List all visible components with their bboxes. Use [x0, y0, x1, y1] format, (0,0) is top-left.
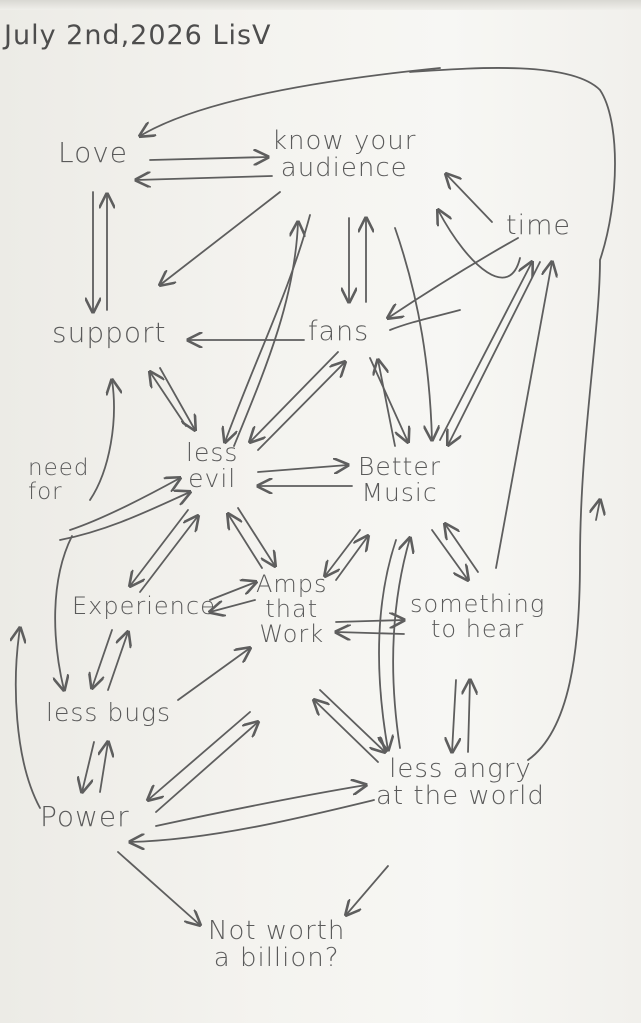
- node-support: support: [52, 316, 167, 349]
- edge-less-angry-to-power: [130, 799, 375, 842]
- edge-less-bugs-to-power: [82, 741, 95, 792]
- edge-better-music-to-fans: [378, 360, 396, 447]
- node-something-to-hear: something to hear: [410, 590, 546, 644]
- edge-less-bugs-to-amps: [177, 648, 250, 701]
- edge-need-for-to-less-evil: [69, 478, 180, 531]
- node-know-your-audience-line-2: audience: [280, 153, 408, 184]
- edge-audience-to-better-music: [394, 227, 432, 440]
- paper-edge-shadow: [0, 0, 641, 10]
- edge-less-evil-to-better-music: [257, 465, 348, 472]
- edge-amps-to-less-evil: [228, 514, 263, 569]
- node-time: time: [506, 210, 572, 241]
- node-support-label: support: [52, 316, 167, 349]
- node-know-your-audience-line-1: know your: [272, 126, 417, 156]
- edge-something-to-better-music: [445, 524, 479, 573]
- edge-need-for-to-support: [89, 380, 114, 501]
- edge-less-bugs-to-experience: [107, 632, 128, 691]
- node-less-evil: less evil: [186, 438, 239, 494]
- edge-something-to-time: [495, 262, 552, 569]
- edge-better-music-to-time: [439, 262, 532, 441]
- node-amps-that-work-line-3: Work: [259, 620, 325, 649]
- node-less-angry-line-2: at the world: [376, 781, 545, 812]
- node-experience: Experience: [72, 592, 216, 620]
- node-better-music-line-1: Better: [358, 452, 442, 481]
- edge-power-to-amps: [155, 722, 258, 813]
- edge-less-angry-to-not-worth: [346, 865, 389, 915]
- edge-better-music-to-less-angry: [379, 539, 397, 750]
- edge-amps-to-power: [148, 711, 251, 800]
- edge-time-curve: [438, 210, 521, 279]
- node-better-music-line-2: Music: [361, 478, 438, 508]
- edge-less-evil-to-experience: [130, 509, 189, 586]
- node-know-your-audience: know your audience: [272, 126, 417, 184]
- node-better-music: Better Music: [358, 452, 442, 508]
- node-love-label: Love: [58, 136, 129, 169]
- node-need-for-line-2: for: [28, 479, 63, 506]
- edge-less-angry-to-amps: [314, 700, 379, 763]
- node-something-to-hear-line-2: to hear: [430, 615, 525, 644]
- node-amps-that-work-line-2: that: [265, 595, 319, 624]
- edge-amps-to-something: [335, 620, 404, 622]
- node-less-evil-line-2: evil: [188, 464, 237, 494]
- edge-need-for-to-less-bugs: [55, 535, 73, 690]
- edge-less-angry-to-something: [468, 680, 470, 753]
- node-love: Love: [58, 136, 129, 169]
- edge-power-to-less-angry: [155, 785, 366, 827]
- edge-power-to-not-worth: [117, 851, 200, 925]
- edge-amps-to-less-angry: [319, 689, 385, 752]
- node-something-to-hear-line-1: something: [410, 590, 546, 618]
- edge-audience-to-less-evil: [225, 214, 311, 442]
- node-amps-that-work-line-1: Amps: [256, 570, 328, 598]
- edge-time-to-audience: [446, 174, 493, 223]
- edge-less-evil-to-fans: [257, 362, 345, 451]
- node-fans-label: fans: [308, 316, 370, 347]
- node-experience-label: Experience: [72, 592, 216, 620]
- node-fans: fans: [308, 316, 370, 347]
- edge-amps-to-better-music: [335, 536, 368, 581]
- edge-better-music-to-something: [431, 529, 468, 580]
- edge-need-for-to-less-evil-2: [59, 492, 190, 541]
- node-time-label: time: [506, 210, 572, 241]
- node-not-worth-line-1: Not worth: [208, 916, 346, 946]
- edge-experience-to-amps: [209, 582, 256, 601]
- node-amps-that-work: Amps that Work: [256, 570, 328, 649]
- edge-less-evil-to-audience: [233, 222, 298, 447]
- edge-love-to-audience: [149, 157, 268, 160]
- edge-power-to-less-bugs: [100, 742, 108, 793]
- node-power: Power: [40, 800, 130, 833]
- node-not-worth-line-2: a billion?: [213, 943, 340, 974]
- edge-experience-to-less-bugs: [92, 629, 113, 688]
- edge-less-angry-to-better-music: [392, 538, 410, 749]
- edge-less-evil-to-support: [150, 372, 187, 427]
- edge-time-to-better-music: [448, 261, 541, 445]
- edge-time-to-fans-2: [389, 309, 461, 331]
- date-signature-note: July 2nd,2026 LisV: [4, 20, 272, 51]
- edge-big-loop-top: [140, 67, 441, 136]
- edge-less-angry-to-love-loop: [409, 67, 616, 761]
- node-need-for-line-1: need: [28, 455, 90, 481]
- edge-audience-to-support: [160, 191, 281, 285]
- node-less-angry-line-1: less angry: [389, 754, 532, 784]
- node-less-bugs-label: less bugs: [46, 698, 172, 727]
- node-need-for: need for: [28, 456, 89, 504]
- node-power-label: Power: [40, 800, 130, 833]
- node-less-bugs: less bugs: [46, 698, 172, 727]
- edge-amps-to-experience: [210, 599, 256, 612]
- edge-less-evil-to-amps: [237, 507, 275, 566]
- edge-something-to-less-angry: [452, 679, 456, 752]
- node-less-evil-line-1: less: [186, 438, 239, 467]
- edge-something-to-amps: [336, 632, 405, 634]
- edge-power-to-need-for: [16, 628, 41, 809]
- edge-fans-to-less-evil: [250, 351, 339, 442]
- edge-audience-to-love: [136, 176, 273, 180]
- edge-experience-to-less-evil: [139, 516, 198, 593]
- node-not-worth: Not worth a billion?: [208, 916, 346, 974]
- edge-big-loop-arrow: [596, 500, 600, 521]
- node-less-angry: less angry at the world: [376, 754, 545, 812]
- edge-support-to-less-evil: [159, 367, 195, 430]
- edge-fans-to-better-music: [369, 357, 408, 442]
- edge-time-to-fans: [388, 237, 519, 318]
